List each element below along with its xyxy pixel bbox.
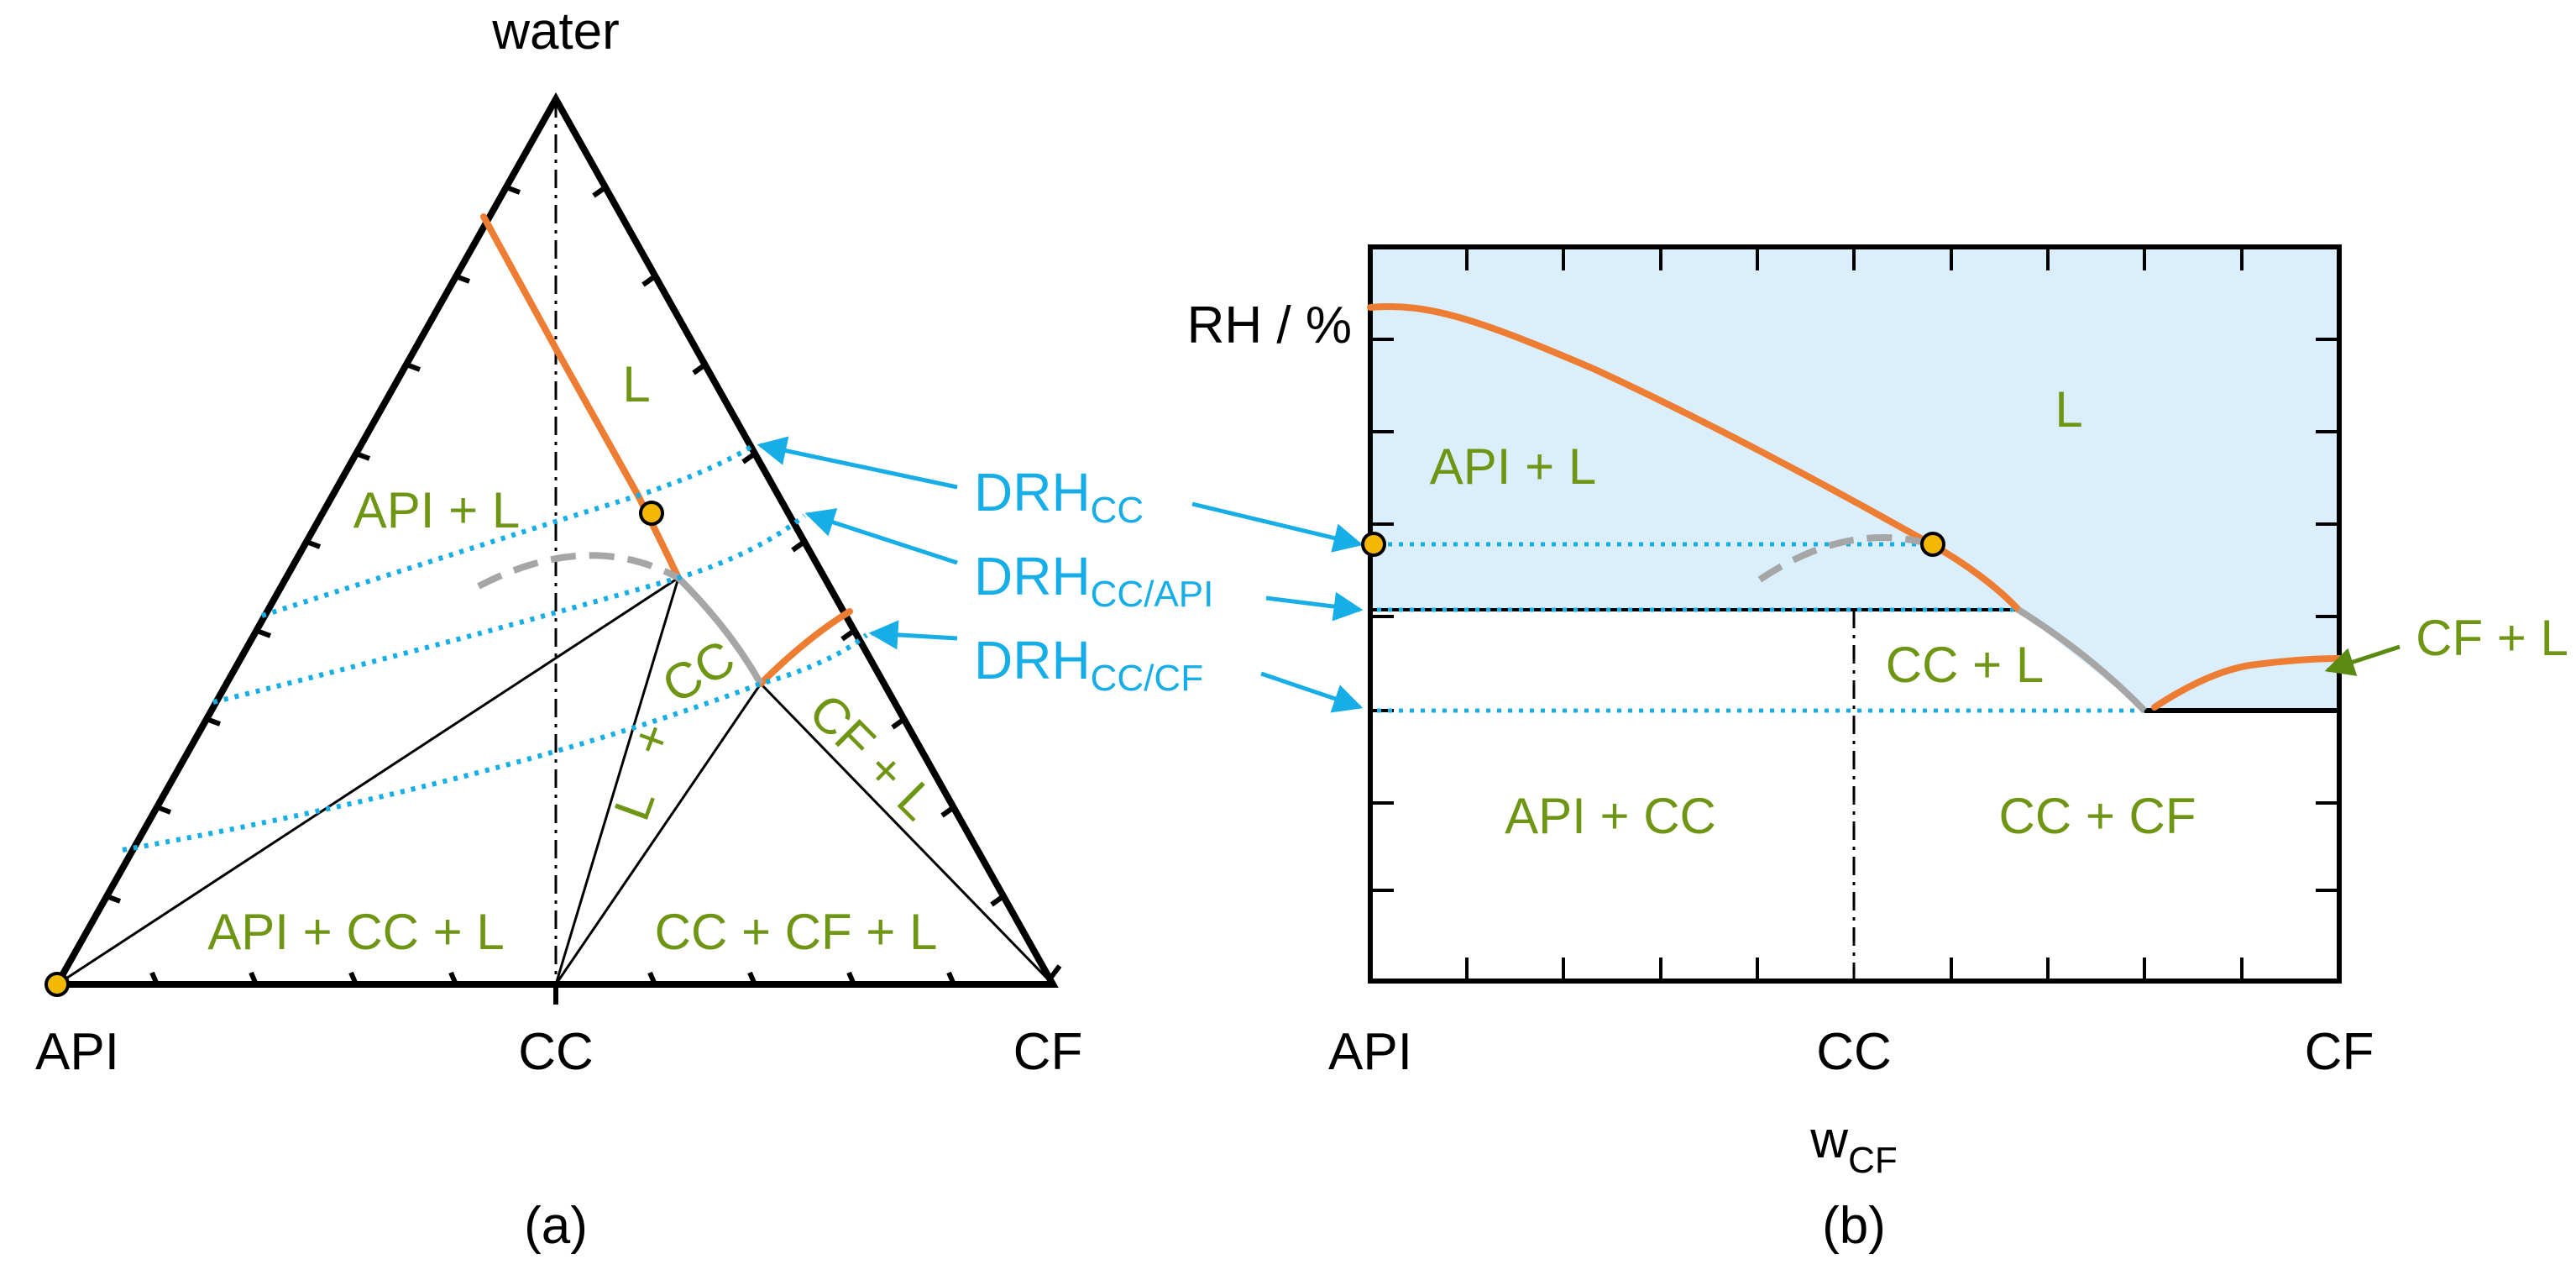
drh-cc-api-label: DRHCC/API [974,546,1213,615]
ternary-ticks-right [592,185,1005,907]
rh-cc-extension-curve [2016,606,2147,713]
region-cc-l-label-plus: + [620,716,683,763]
drh-cc-label-main: DRH [974,462,1091,522]
rh-y-ticks [1370,338,2339,892]
ternary-ticks-left [105,185,521,904]
vertex-api-label: API [35,1023,119,1081]
vertex-water-label: water [491,3,620,60]
vertex-cc-label: CC [518,1023,594,1081]
panel-b-caption: (b) [1822,1197,1886,1255]
tie-line-api-to-invariant [56,576,679,986]
rh-x-axis-label-sub: CF [1848,1140,1898,1181]
rh-cf-liquidus-curve [2151,655,2343,711]
api-vertex-point [45,972,70,997]
drh-cc-api-label-main: DRH [974,546,1091,606]
rh-metastable-dashed-curve [1757,534,1933,583]
rh-api-point [1361,532,1386,557]
cc-congruent-point [639,501,664,526]
drh-cc-arrow-to-ternary [757,436,958,490]
drh-annotations: DRHCC DRHCC/API DRHCC/CF [757,436,1364,713]
tie-line-cf-to-invariant [759,682,1055,986]
rh-region-api-l-label: API + L [1430,438,1596,495]
rh-composition-diagram: RH / % API CC CF wCF L API + L CC + L CF… [1187,244,2568,1255]
rh-x-tick-api: API [1328,1023,1412,1081]
drh-cc-arrow-to-rh [1191,501,1364,553]
rh-x-tick-cc: CC [1816,1023,1892,1081]
rh-region-api-cc-label: API + CC [1505,788,1716,844]
rh-region-l-label: L [2055,381,2082,438]
drh-cc-cf-arrow-to-ternary [868,620,958,650]
drh-cc-api-arrow-to-ternary [804,508,958,565]
ternary-diagram: water API CC CF L API + L CC + L CF + L … [35,3,1082,1255]
region-cc-l-label-l: L [603,782,665,827]
drh-cc-label-sub: CC [1091,490,1144,531]
rh-cc-liquidus-curve [1367,302,2022,613]
drh-cc-cf-label-sub: CC/CF [1091,658,1203,699]
region-api-cc-l-label: API + CC + L [207,904,505,960]
rh-x-ticks [1465,247,2244,981]
rh-region-cf-l-label: CF + L [2416,610,2568,666]
rh-x-axis-label-main: w [1809,1111,1848,1169]
drh-cc-api-isoline [212,513,806,705]
rh-x-tick-cf: CF [2305,1023,2374,1081]
cf-liquidus-curve [757,608,853,687]
cf-l-pointer-arrow [2324,644,2401,676]
drh-cc-cf-label-main: DRH [974,630,1091,690]
liquid-region-fill [1370,247,2339,711]
rh-x-axis-label: wCF [1809,1111,1897,1181]
drh-cc-label: DRHCC [974,462,1144,531]
region-l-label: L [622,356,650,412]
region-api-l-label: API + L [353,482,520,538]
rh-region-cc-cf-label: CC + CF [1998,788,2196,844]
drh-cc-api-label-sub: CC/API [1091,574,1214,615]
metastable-dashed-curve [477,552,680,590]
tie-line-cc-to-invariant-2 [554,683,762,985]
vertex-cf-label: CF [1013,1023,1083,1081]
tie-line-cc-to-invariant-1 [554,577,680,985]
cc-liquidus-extension-curve [676,575,764,685]
drh-cc-api-arrow-to-rh [1265,591,1364,622]
drh-cc-cf-isoline [122,632,868,853]
rh-cc-congruent-point [1920,532,1945,557]
drh-cc-cf-arrow-to-rh [1260,671,1364,713]
rh-region-cc-l-label: CC + L [1886,637,2044,693]
panel-a-caption: (a) [524,1197,588,1255]
rh-y-axis-label: RH / % [1187,296,1352,354]
region-cc-cf-l-label: CC + CF + L [655,904,938,960]
drh-cc-cf-label: DRHCC/CF [974,630,1203,699]
ternary-ticks-bottom [149,964,1062,1005]
